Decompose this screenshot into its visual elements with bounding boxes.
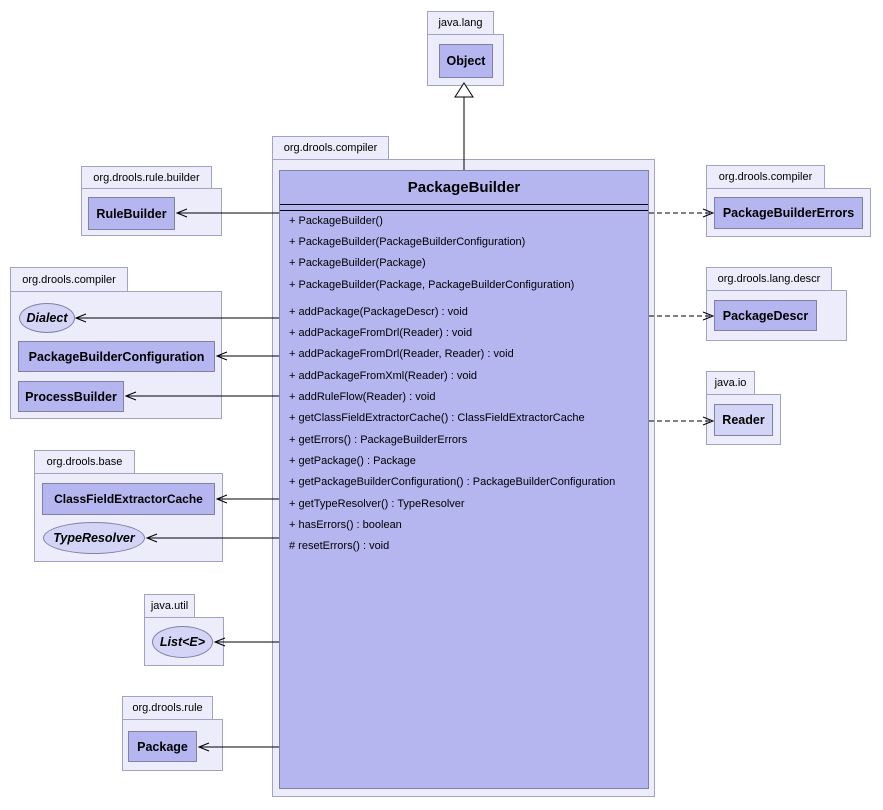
package-tab-java-io: java.io bbox=[706, 371, 755, 395]
dependency-arrow-reader bbox=[649, 416, 715, 426]
class-node-object[interactable]: Object bbox=[439, 44, 493, 78]
method-row: + getErrors() : PackageBuilderErrors bbox=[289, 433, 468, 446]
class-node-classfieldextractorcache[interactable]: ClassFieldExtractorCache bbox=[42, 483, 215, 515]
package-tab-org-drools-rule: org.drools.rule bbox=[122, 696, 213, 720]
interface-node-dialect[interactable]: Dialect bbox=[19, 303, 75, 333]
method-row: + addPackageFromDrl(Reader) : void bbox=[289, 327, 473, 340]
constructor-row: + PackageBuilder(Package, PackageBuilder… bbox=[289, 278, 575, 291]
class-node-packagedescr[interactable]: PackageDescr bbox=[714, 300, 817, 331]
constructor-row: + PackageBuilder(PackageBuilderConfigura… bbox=[289, 235, 526, 248]
class-title: PackageBuilder bbox=[407, 179, 521, 196]
interface-node-list[interactable]: List<E> bbox=[152, 626, 213, 658]
association-arrow-typeresolver bbox=[145, 533, 279, 543]
method-row: # resetErrors() : void bbox=[289, 540, 390, 553]
method-row: + getPackageBuilderConfiguration() : Pac… bbox=[289, 476, 616, 489]
association-arrow-package bbox=[197, 742, 279, 752]
dependency-arrow-packagebuildererrors bbox=[649, 208, 715, 218]
class-node-packagebuildererrors[interactable]: PackageBuilderErrors bbox=[714, 197, 863, 229]
package-tab-org-drools-compiler-main: org.drools.compiler bbox=[272, 136, 389, 160]
method-row: + getTypeResolver() : TypeResolver bbox=[289, 497, 465, 510]
class-node-package[interactable]: Package bbox=[128, 731, 197, 762]
members-list: + PackageBuilder() + PackageBuilder(Pack… bbox=[280, 210, 648, 557]
association-arrow-rulebuilder bbox=[175, 208, 279, 218]
method-row: + hasErrors() : boolean bbox=[289, 518, 402, 531]
class-node-reader[interactable]: Reader bbox=[714, 404, 773, 436]
package-tab-org-drools-compiler-left: org.drools.compiler bbox=[10, 267, 128, 292]
method-row: + getPackage() : Package bbox=[289, 454, 416, 467]
package-tab-org-drools-lang-descr: org.drools.lang.descr bbox=[706, 267, 832, 291]
methods-separator bbox=[280, 210, 648, 211]
package-tab-org-drools-rule-builder: org.drools.rule.builder bbox=[81, 166, 212, 189]
class-node-processbuilder[interactable]: ProcessBuilder bbox=[18, 381, 124, 412]
attributes-separator bbox=[280, 204, 648, 205]
class-node-packagebuilder[interactable]: PackageBuilder + PackageBuilder() + Pack… bbox=[279, 170, 649, 789]
method-row: + addPackageFromXml(Reader) : void bbox=[289, 369, 477, 382]
method-row: + addRuleFlow(Reader) : void bbox=[289, 391, 436, 404]
package-tab-org-drools-base: org.drools.base bbox=[34, 450, 135, 474]
association-arrow-list bbox=[213, 637, 279, 647]
association-arrow-packagebuilderconfiguration bbox=[215, 351, 279, 361]
method-row: + addPackageFromDrl(Reader, Reader) : vo… bbox=[289, 348, 514, 361]
constructor-row: + PackageBuilder(Package) bbox=[289, 257, 426, 270]
association-arrow-classfieldextractorcache bbox=[215, 494, 279, 504]
interface-node-typeresolver[interactable]: TypeResolver bbox=[43, 522, 145, 554]
method-row: + addPackage(PackageDescr) : void bbox=[289, 305, 468, 318]
package-tab-org-drools-compiler-right: org.drools.compiler bbox=[706, 165, 825, 189]
constructor-row: + PackageBuilder() bbox=[289, 214, 383, 227]
class-node-packagebuilderconfiguration[interactable]: PackageBuilderConfiguration bbox=[18, 341, 215, 372]
method-row: + getClassFieldExtractorCache() : ClassF… bbox=[289, 412, 585, 425]
package-tab-java-util: java.util bbox=[144, 594, 195, 618]
package-tab-java-lang: java.lang bbox=[427, 11, 494, 35]
class-node-rulebuilder[interactable]: RuleBuilder bbox=[88, 197, 175, 230]
association-arrow-dialect bbox=[74, 313, 279, 323]
dependency-arrow-packagedescr bbox=[649, 311, 715, 321]
association-arrow-processbuilder bbox=[124, 391, 279, 401]
generalization-arrow-object bbox=[454, 82, 474, 170]
